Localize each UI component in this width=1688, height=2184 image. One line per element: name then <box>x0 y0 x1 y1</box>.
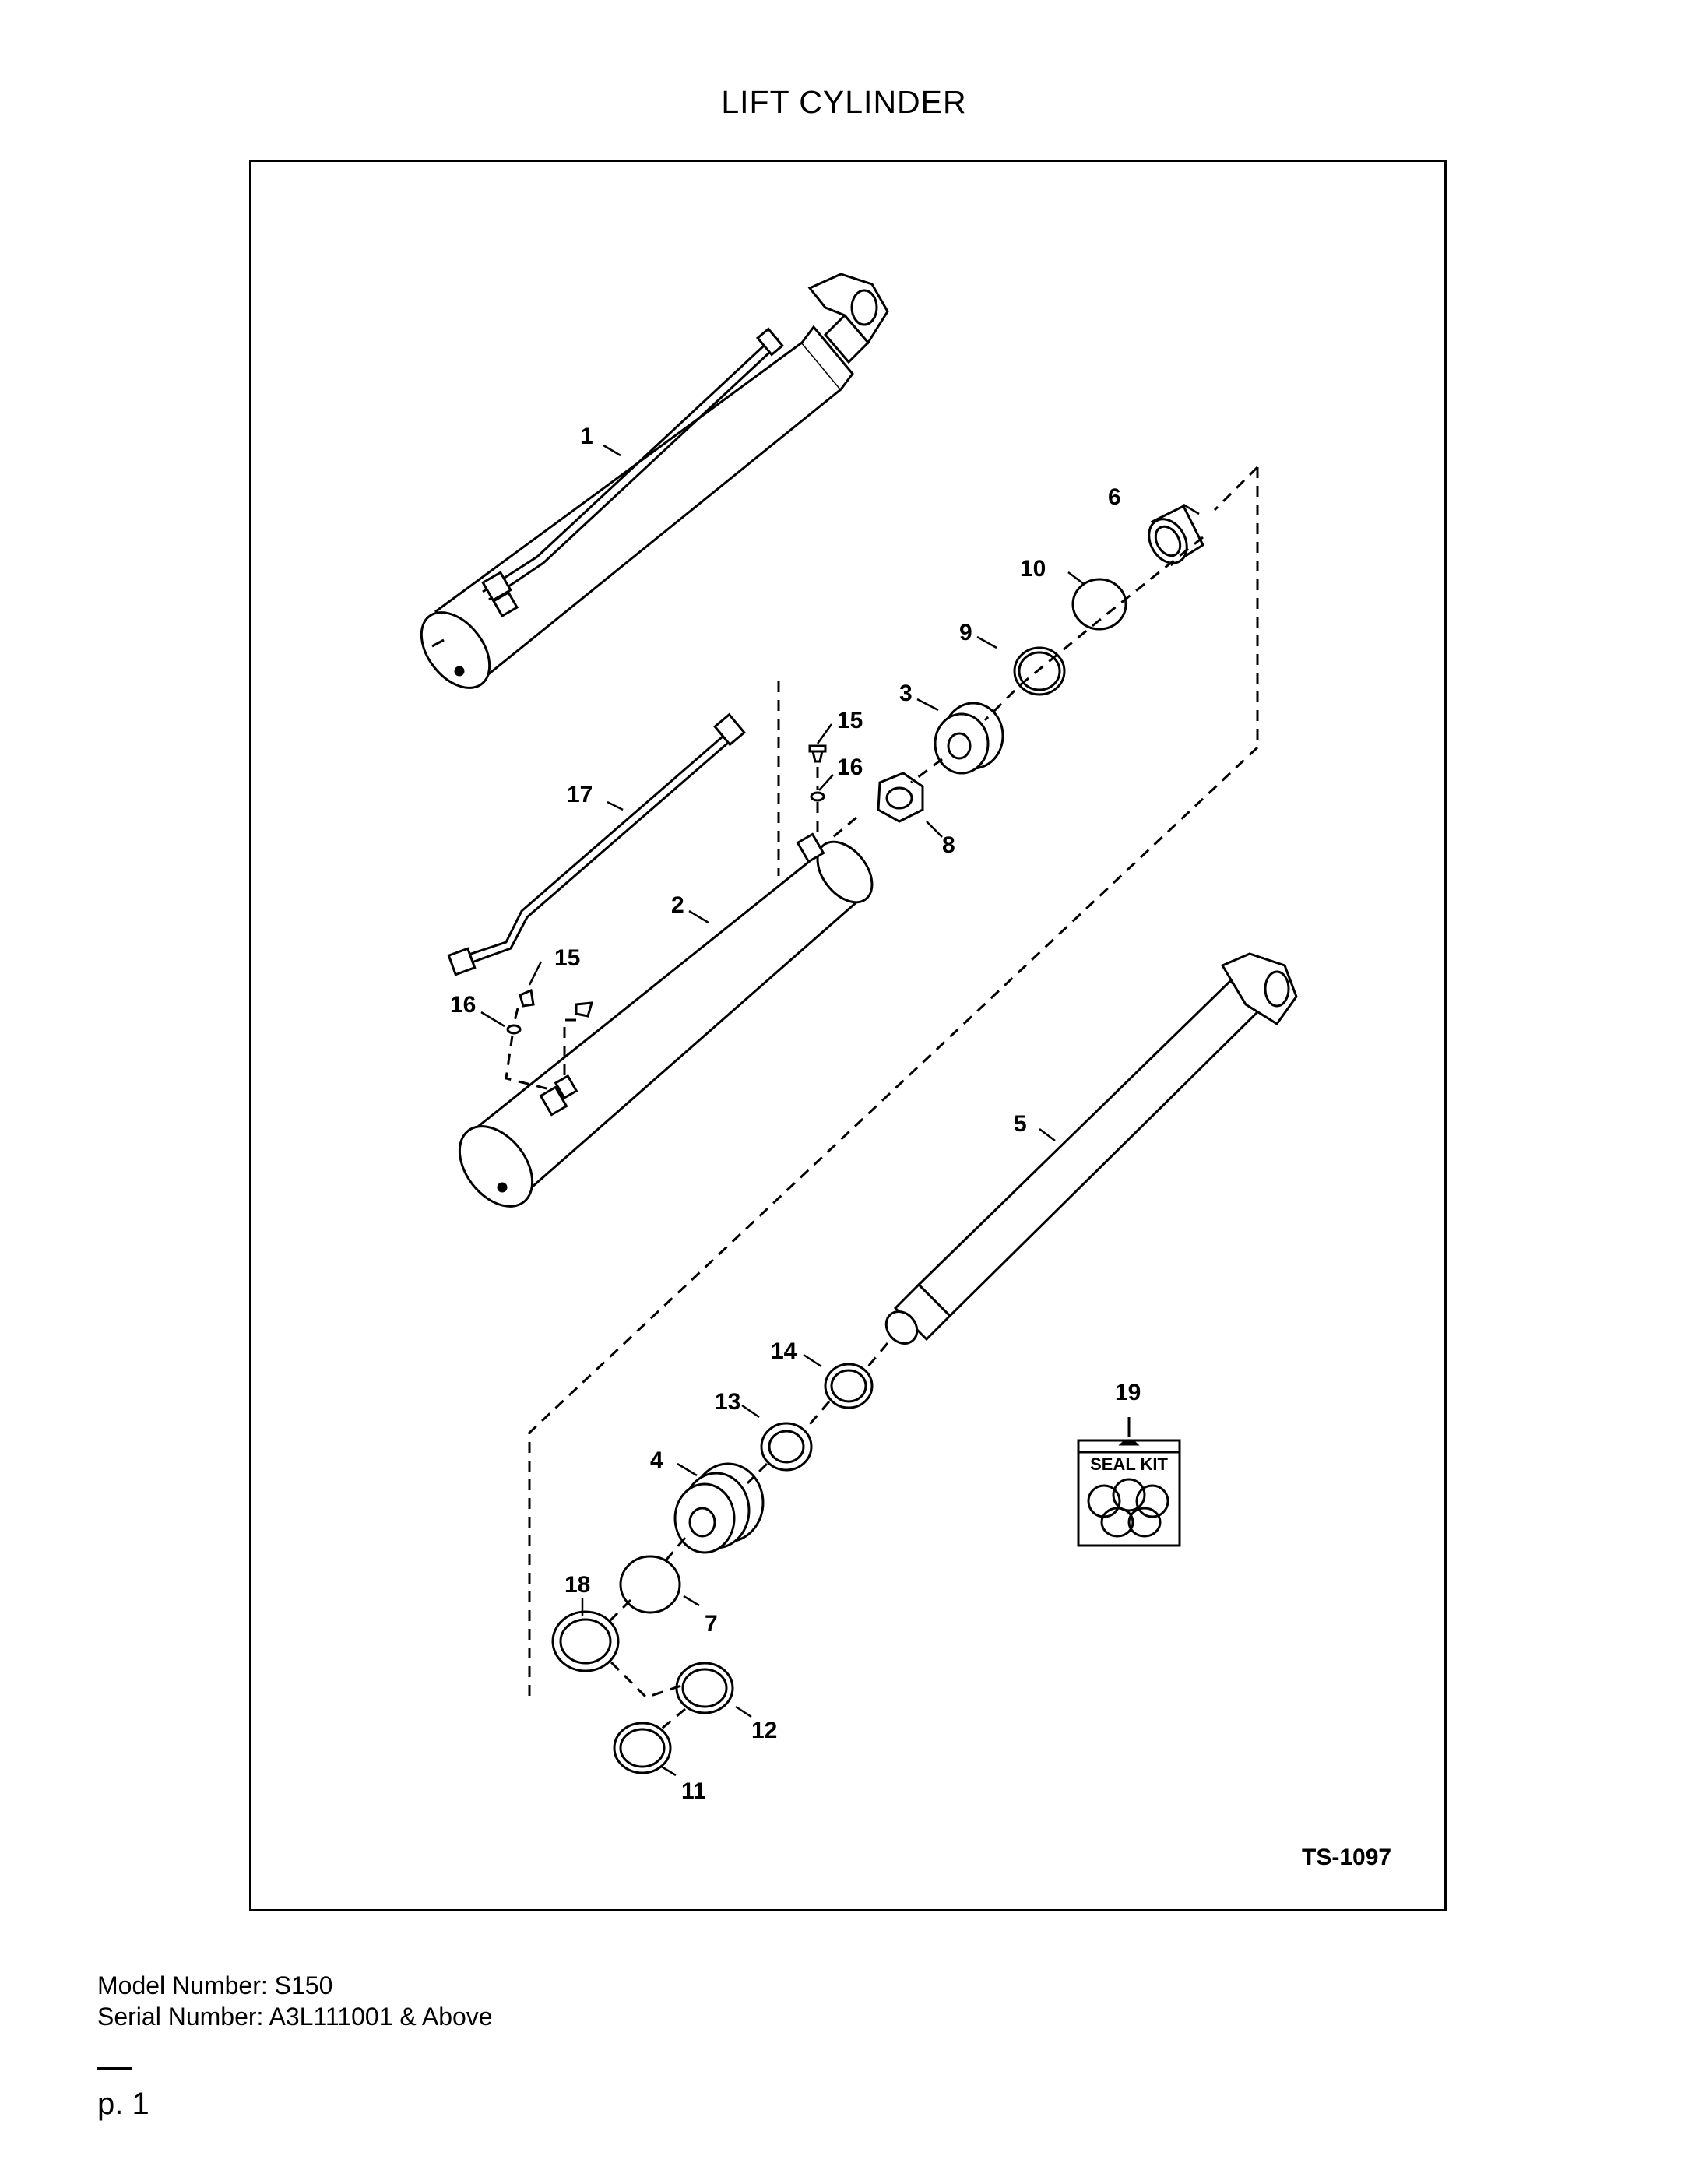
callout-17: 17 <box>567 782 593 807</box>
nut-8 <box>877 772 924 823</box>
callout-13: 13 <box>715 1389 740 1415</box>
rings-7-18-12-11 <box>551 1555 734 1774</box>
callout-12: 12 <box>751 1718 777 1743</box>
callout-19: 19 <box>1115 1380 1141 1405</box>
callout-16b: 16 <box>450 992 476 1018</box>
callout-2: 2 <box>671 892 684 918</box>
callout-4: 4 <box>650 1447 663 1473</box>
page-title: LIFT CYLINDER <box>721 84 967 120</box>
page-rule <box>97 2067 132 2070</box>
callout-16a: 16 <box>837 754 863 780</box>
callout-10: 10 <box>1020 556 1046 582</box>
assembled-cylinder <box>420 273 889 689</box>
seals-13-14 <box>760 1363 874 1472</box>
callout-18: 18 <box>564 1572 590 1598</box>
model-number: Model Number: S150 <box>97 1971 333 1999</box>
callout-9: 9 <box>959 620 972 645</box>
piston-4 <box>673 1462 765 1554</box>
callout-15b: 15 <box>554 945 580 971</box>
head-3 <box>934 702 1004 775</box>
page-number: p. 1 <box>97 2087 149 2121</box>
drawing-id: TS-1097 <box>1302 1845 1391 1870</box>
explode-lines <box>505 466 1259 1730</box>
seal-kit-label: SEAL KIT <box>1090 1454 1168 1474</box>
serial-number: Serial Number: A3L111001 & Above <box>97 2003 493 2031</box>
callout-1: 1 <box>580 424 593 449</box>
rings-9-10 <box>1013 578 1127 696</box>
callout-11: 11 <box>681 1778 706 1804</box>
seal-kit-19 <box>1077 1417 1181 1547</box>
barrel-2 <box>458 832 874 1208</box>
fittings-15-16 <box>506 744 827 1035</box>
callout-3: 3 <box>899 681 913 706</box>
leader-lines <box>480 444 1200 1777</box>
bushing-6 <box>1148 504 1204 567</box>
callout-5: 5 <box>1014 1111 1027 1137</box>
diagram-frame <box>249 160 1447 1911</box>
callout-14: 14 <box>771 1338 797 1364</box>
callout-15a: 15 <box>837 708 863 733</box>
callout-7: 7 <box>705 1611 718 1637</box>
tube-17 <box>447 712 746 976</box>
callout-8: 8 <box>942 832 955 858</box>
rod-5 <box>884 952 1298 1345</box>
callout-6: 6 <box>1108 484 1121 510</box>
